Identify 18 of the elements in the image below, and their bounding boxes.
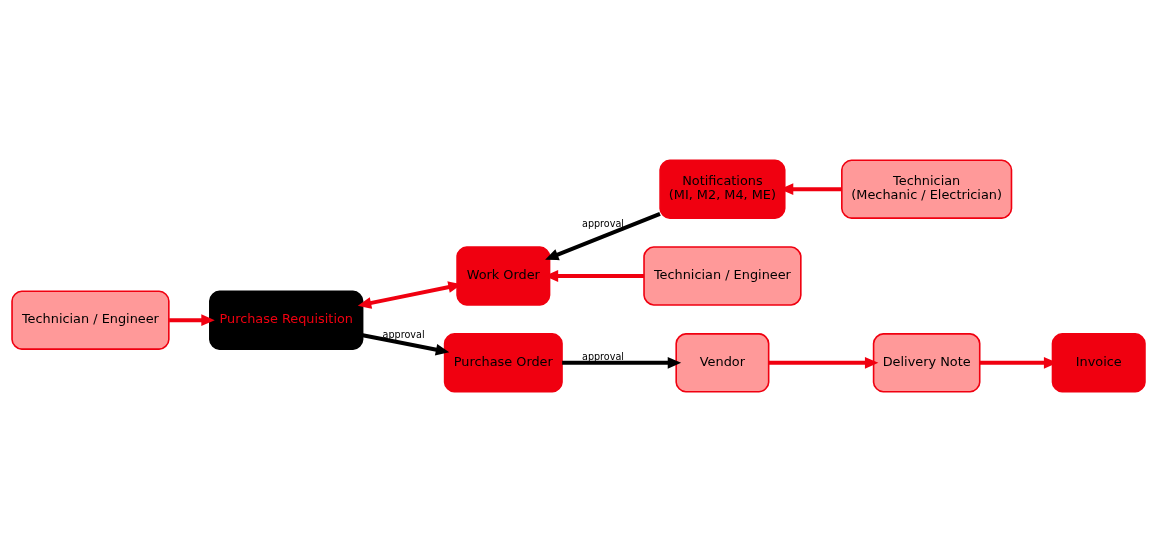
node-box: Vendor bbox=[675, 333, 770, 393]
node-box: Technician / Engineer bbox=[11, 290, 170, 350]
node-box: Invoice bbox=[1051, 333, 1146, 393]
node-box: Purchase Requisition bbox=[209, 290, 364, 350]
node-box: Delivery Note bbox=[872, 333, 981, 393]
edge-label: approval bbox=[382, 328, 425, 340]
arrow bbox=[768, 356, 879, 369]
node-box: Technician (Mechanic / Electrician) bbox=[841, 159, 1013, 219]
arrow bbox=[562, 356, 682, 369]
edge-label: approval bbox=[582, 351, 625, 363]
edge-label: approval bbox=[582, 218, 625, 230]
arrow bbox=[362, 333, 450, 356]
node-box: Technician / Engineer bbox=[643, 246, 802, 306]
arrow bbox=[545, 211, 661, 261]
arrow bbox=[169, 314, 215, 327]
node-box: Work Order bbox=[456, 246, 551, 306]
node-box: Notifications (MI, M2, M4, ME) bbox=[659, 159, 786, 219]
node-box: Purchase Order bbox=[443, 333, 563, 393]
